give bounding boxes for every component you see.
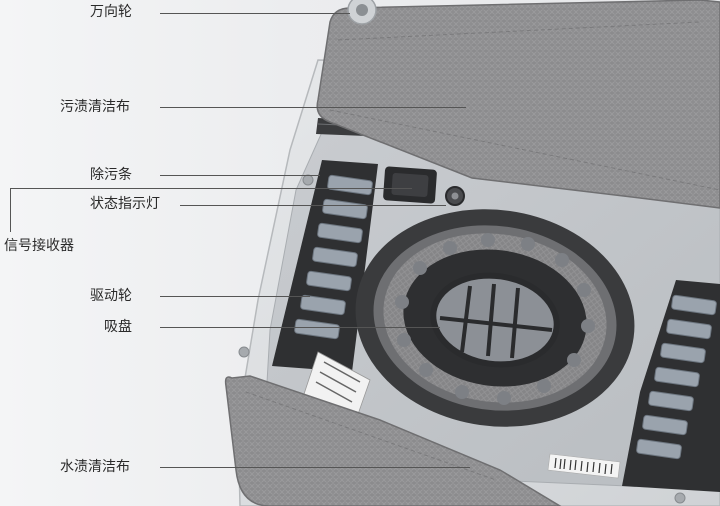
status-indicator-light: [445, 186, 465, 206]
drive-wheel-track-left: [272, 160, 378, 372]
leader-line-drive-wheel: [160, 296, 310, 297]
stain-cleaning-pad: [316, 0, 720, 209]
callout-suction-cup-label: 吸盘: [104, 319, 132, 335]
callout-scraper-strip-label: 除污条: [90, 167, 132, 183]
suction-cup: [355, 209, 635, 427]
callout-water-pad-label: 水渍清洁布: [60, 459, 130, 475]
signal-receiver: [383, 166, 437, 204]
callout-status-light-label: 状态指示灯: [90, 196, 160, 212]
leader-line-status-light: [180, 205, 446, 206]
leader-line-water-pad: [160, 467, 470, 468]
callout-signal-receiver-label: 信号接收器: [4, 238, 74, 254]
leader-line-signal-receiver-vertical: [10, 188, 11, 232]
leader-line-caster-wheel: [160, 13, 350, 14]
leader-line-stain-pad: [160, 107, 466, 108]
leader-line-scraper-strip: [160, 175, 320, 176]
water-cleaning-pad: [224, 375, 562, 506]
screws: [238, 174, 686, 504]
leader-line-suction-cup: [160, 327, 440, 328]
barcode-sticker: [547, 453, 621, 479]
callout-drive-wheel-label: 驱动轮: [90, 288, 132, 304]
callout-stain-pad-label: 污渍清洁布: [60, 99, 130, 115]
leader-line-signal-receiver: [10, 188, 412, 189]
drive-wheel-track-right: [622, 280, 720, 492]
callout-caster-wheel-label: 万向轮: [90, 4, 132, 20]
caster-wheel: [347, 0, 377, 25]
